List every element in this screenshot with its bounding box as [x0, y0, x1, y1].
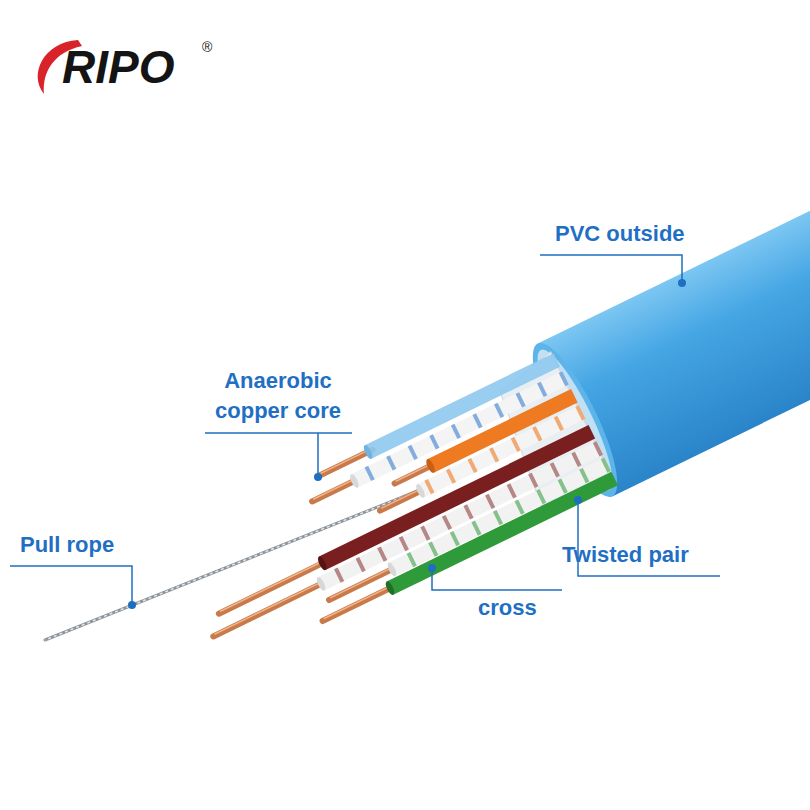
registered-mark: ® — [202, 40, 212, 54]
leader-lines — [10, 255, 720, 602]
part-label: Pull rope — [20, 532, 114, 558]
brand-logo: RIPO — [62, 42, 174, 93]
part-label: cross — [478, 595, 537, 621]
part-label: PVC outside — [555, 221, 685, 247]
part-label: Twisted pair — [562, 542, 689, 568]
twisted-wires — [167, 353, 618, 674]
part-label: Anaerobic copper core — [196, 366, 360, 426]
